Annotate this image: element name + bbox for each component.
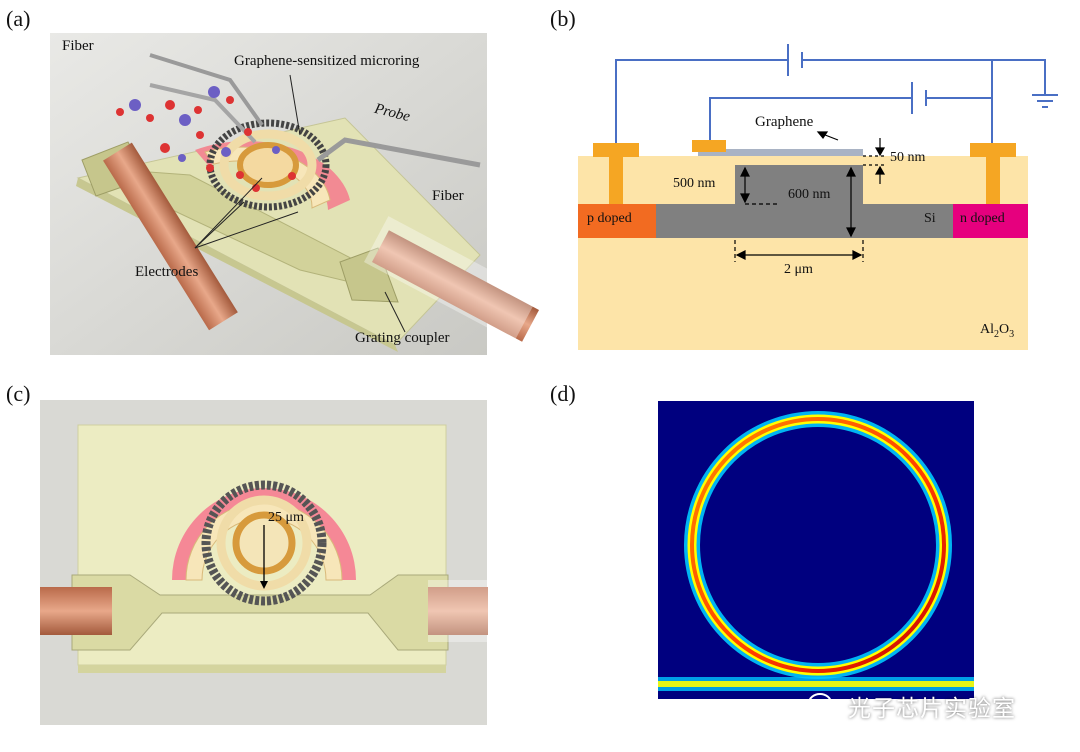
grating-coupler-right — [339, 247, 399, 303]
panel-b: (b) — [540, 0, 1080, 370]
panel-a-label: (a) — [6, 6, 31, 31]
label-width: 2 μm — [784, 262, 813, 277]
p-doped-region — [578, 204, 656, 238]
panel-c: (c) 25 μm — [0, 375, 540, 752]
panel-b-cross-section — [578, 44, 1058, 350]
panel-c-label: (c) — [6, 381, 31, 406]
electrode-graphene — [692, 140, 726, 152]
substrate-sub-3: 3 — [1009, 328, 1015, 340]
leader-electrode-1 — [194, 177, 263, 249]
label-substrate: Al2O3 — [980, 322, 1014, 340]
circuit-wires — [615, 59, 1046, 143]
electrode-left — [593, 143, 639, 204]
waveguide-top — [71, 574, 449, 651]
watermark: 光子芯片实验室 — [808, 688, 1058, 724]
label-microring: Graphene-sensitized microring — [234, 53, 420, 69]
substrate-al: Al — [980, 322, 994, 337]
battery-1 — [787, 44, 803, 76]
electrode-right — [970, 143, 1016, 204]
leader-microring — [289, 74, 301, 136]
panel-d-label: (d) — [550, 381, 576, 406]
panel-a: (a) — [0, 0, 540, 370]
gas-molecules — [116, 86, 296, 192]
panel-b-label: (b) — [550, 6, 576, 31]
watermark-text: 光子芯片实验室 — [848, 696, 1016, 722]
fiber-right — [372, 230, 540, 342]
leader-electrode-2 — [194, 201, 245, 249]
label-si: Si — [924, 211, 936, 226]
electrode-middle — [219, 129, 317, 201]
graphene-layer — [698, 149, 863, 156]
silicon-rib — [735, 165, 863, 238]
label-fiber-right: Fiber — [432, 188, 464, 204]
panel-d: (d) — [540, 375, 1080, 752]
microring-graphene-c — [201, 480, 327, 606]
wechat-icon — [808, 693, 839, 718]
panel-c-illustration — [40, 400, 488, 725]
fiber-left-c — [40, 587, 112, 635]
label-n-doped: n doped — [960, 211, 1005, 226]
probe-needle-3 — [316, 137, 481, 168]
panel-a-illustration — [50, 33, 540, 355]
probe-needle-1 — [149, 53, 264, 127]
label-radius: 25 μm — [268, 510, 304, 525]
ring-field-hot — [690, 417, 946, 673]
electrode-inner — [237, 142, 299, 188]
leader-grating — [384, 291, 406, 333]
label-electrodes: Electrodes — [135, 264, 199, 280]
substrate-o: O — [999, 322, 1010, 337]
label-graphene: Graphene — [755, 114, 814, 130]
probe-needle-2 — [149, 83, 257, 144]
label-fiber-left: Fiber — [62, 38, 94, 54]
label-600nm: 600 nm — [788, 187, 831, 202]
battery-2 — [911, 82, 927, 114]
ground-icon — [1032, 94, 1058, 108]
dimension-lines — [734, 131, 886, 262]
label-grating-coupler: Grating coupler — [355, 330, 450, 346]
n-doped-region — [953, 204, 1028, 238]
fiber-right-c — [428, 587, 488, 635]
bus-waveguide-field-mid — [658, 681, 974, 687]
label-p-doped: p doped — [587, 211, 632, 226]
leader-electrode-3 — [194, 211, 299, 249]
fiber-left — [103, 142, 238, 331]
panel-d-field-map — [658, 401, 974, 699]
field-background — [658, 401, 974, 699]
label-500nm: 500 nm — [673, 176, 716, 191]
substrate-sub-2: 2 — [994, 328, 999, 340]
label-50nm: 50 nm — [890, 150, 926, 165]
